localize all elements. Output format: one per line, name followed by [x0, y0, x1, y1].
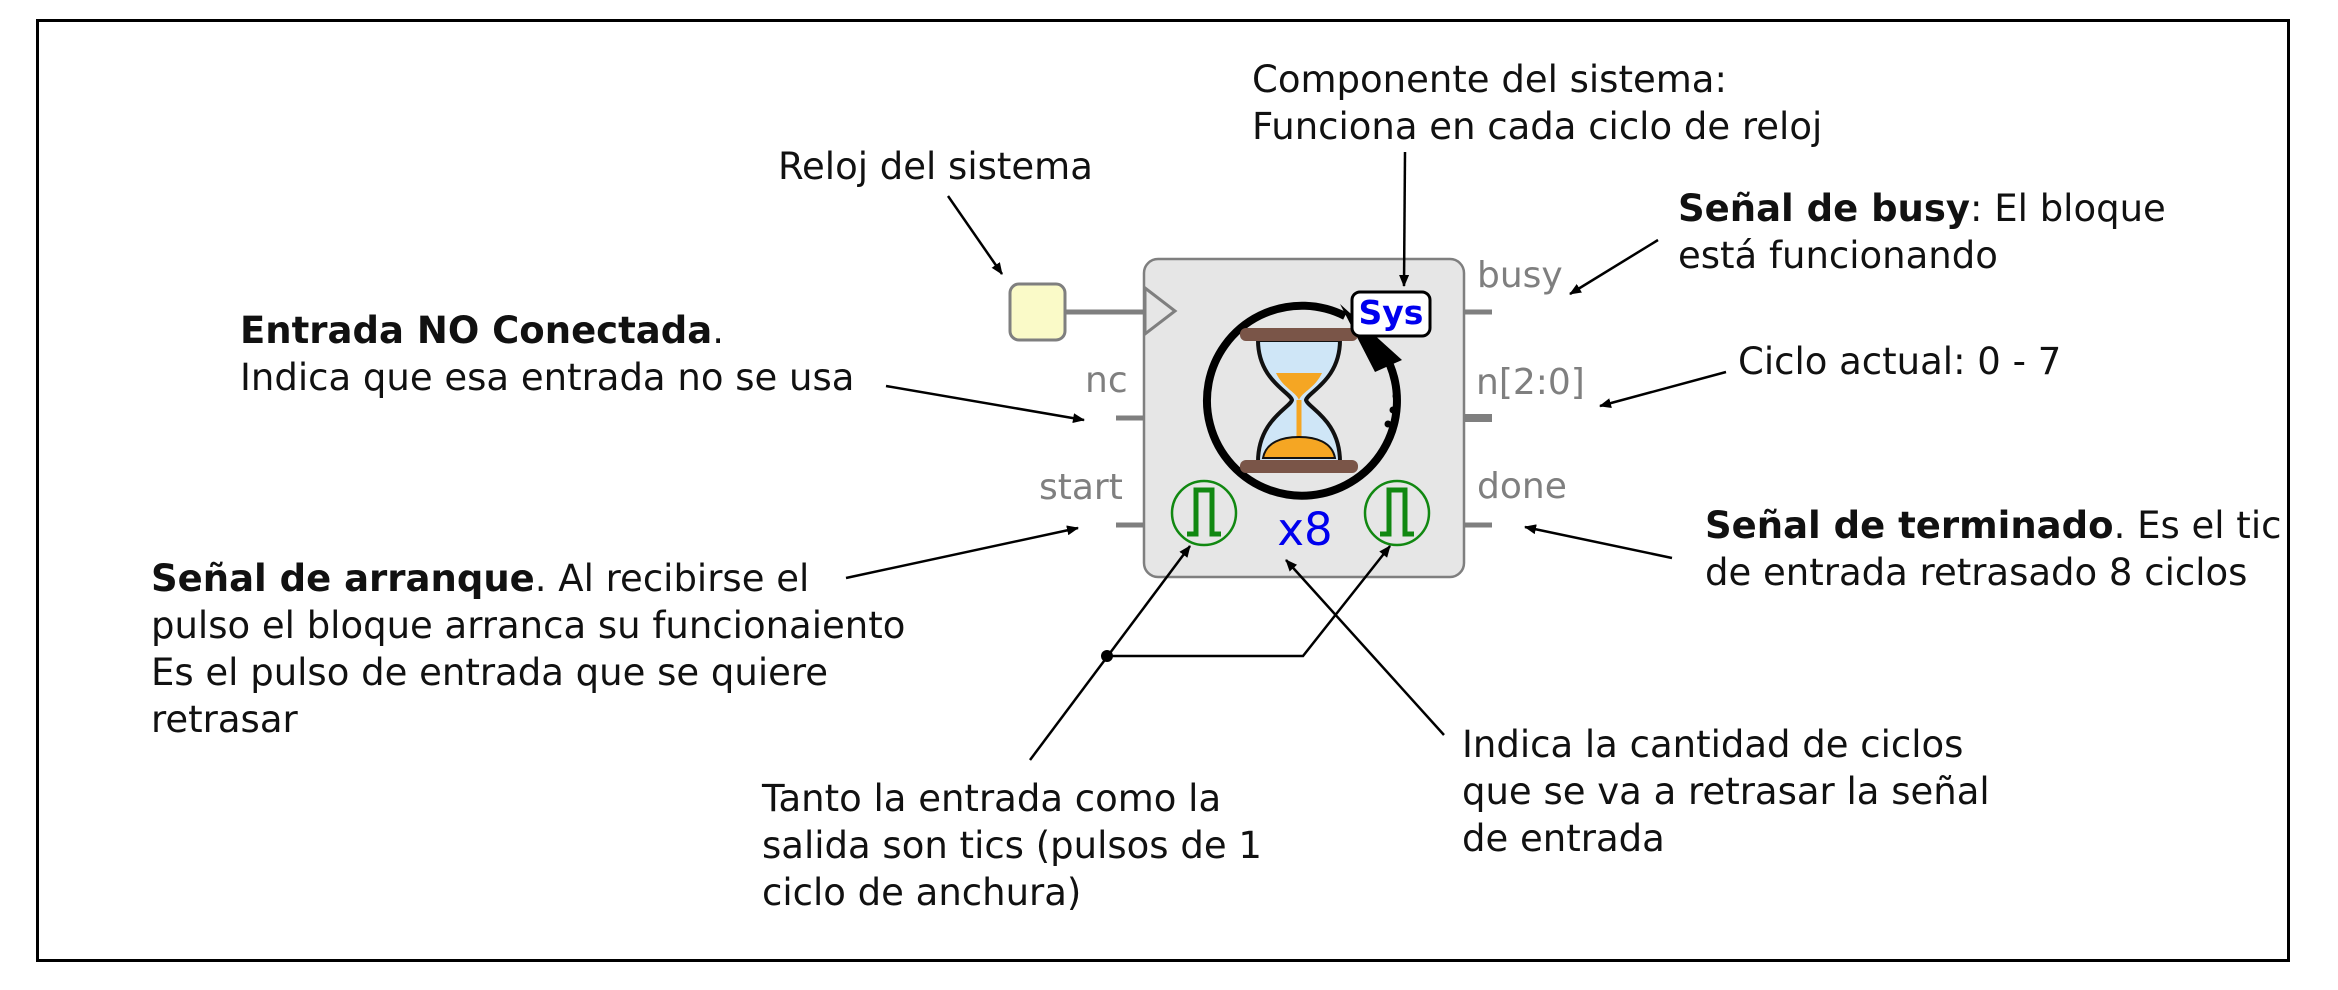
annotation-start-line4: retrasar: [151, 698, 298, 741]
junction-dot: [1101, 650, 1113, 662]
annotation-nc-rest: .: [712, 309, 724, 352]
annotation-nc-line2: Indica que esa entrada no se usa: [240, 356, 855, 399]
annotation-tics-line2: salida son tics (pulsos de 1: [762, 824, 1262, 867]
annotation-clock-text: Reloj del sistema: [778, 145, 1093, 188]
annotation-cycles-line3: de entrada: [1462, 817, 1665, 860]
arrow-nc: [885, 384, 1085, 424]
arrow-start: [845, 525, 1079, 580]
annotation-busy: Señal de busy: El bloque está funcionand…: [1678, 185, 2166, 279]
arrow-n: [1599, 370, 1727, 408]
annotation-nc-bold: Entrada NO Conectada: [240, 309, 713, 352]
annotation-tics: Tanto la entrada como la salida son tics…: [762, 775, 1262, 916]
diagram-frame: [36, 19, 2290, 962]
pulse-icon: [1363, 479, 1431, 547]
arrow-busy: [1569, 238, 1659, 296]
hourglass-icon: [1240, 328, 1358, 473]
pin-label-nc: nc: [1085, 360, 1128, 401]
annotation-nc: Entrada NO Conectada. Indica que esa ent…: [240, 307, 854, 401]
pin-label-done: done: [1477, 466, 1567, 507]
sys-badge-label: Sys: [1359, 293, 1424, 332]
annotation-sys-line2: Funciona en cada ciclo de reloj: [1252, 105, 1823, 148]
annotation-done: Señal de terminado. Es el tic de entrada…: [1705, 502, 2281, 596]
pin-label-start: start: [1039, 467, 1123, 508]
arrow-tics-output: [1107, 545, 1391, 658]
annotation-done-rest: . Es el tic: [2113, 504, 2282, 547]
annotation-n-text: Ciclo actual: 0 - 7: [1738, 340, 2062, 383]
arrow-sys: [1399, 151, 1410, 287]
delay-multiplier: x8: [1277, 503, 1332, 556]
arrow-cycles: [1285, 559, 1445, 736]
annotation-cycles: Indica la cantidad de ciclos que se va a…: [1462, 721, 1990, 862]
annotation-tics-line3: ciclo de anchura): [762, 871, 1082, 914]
clock-port[interactable]: [1008, 282, 1067, 342]
annotation-done-bold: Señal de terminado: [1705, 504, 2114, 547]
annotation-n: Ciclo actual: 0 - 7: [1738, 338, 2061, 385]
annotation-start-bold: Señal de arranque: [151, 557, 535, 600]
arrow-clock: [946, 195, 1004, 275]
annotation-clock: Reloj del sistema: [778, 143, 1093, 190]
annotation-start-rest: . Al recibirse el: [534, 557, 810, 600]
annotation-busy-line2: está funcionando: [1678, 234, 1998, 277]
annotation-sys-line1: Componente del sistema:: [1252, 58, 1727, 101]
block-wires: [1065, 309, 1492, 528]
annotation-busy-rest: : El bloque: [1970, 187, 2166, 230]
pin-label-n: n[2:0]: [1476, 362, 1585, 403]
annotation-sys: Componente del sistema: Funciona en cada…: [1252, 56, 1822, 150]
annotation-start-line2: pulso el bloque arranca su funcionaiento: [151, 604, 906, 647]
annotation-start-line3: Es el pulso de entrada que se quiere: [151, 651, 829, 694]
annotation-cycles-line1: Indica la cantidad de ciclos: [1462, 723, 1964, 766]
annotation-tics-line1: Tanto la entrada como la: [762, 777, 1222, 820]
annotation-cycles-line2: que se va a retrasar la señal: [1462, 770, 1990, 813]
pulse-icon: [1170, 479, 1238, 547]
pin-label-busy: busy: [1477, 255, 1563, 296]
sys-badge: [1350, 290, 1432, 338]
annotation-done-line2: de entrada retrasado 8 ciclos: [1705, 551, 2248, 594]
annotation-start: Señal de arranque. Al recibirse el pulso…: [151, 555, 905, 743]
arrow-done: [1524, 524, 1673, 560]
annotation-busy-bold: Señal de busy: [1678, 187, 1971, 230]
clock-triangle-icon: [1143, 284, 1178, 338]
